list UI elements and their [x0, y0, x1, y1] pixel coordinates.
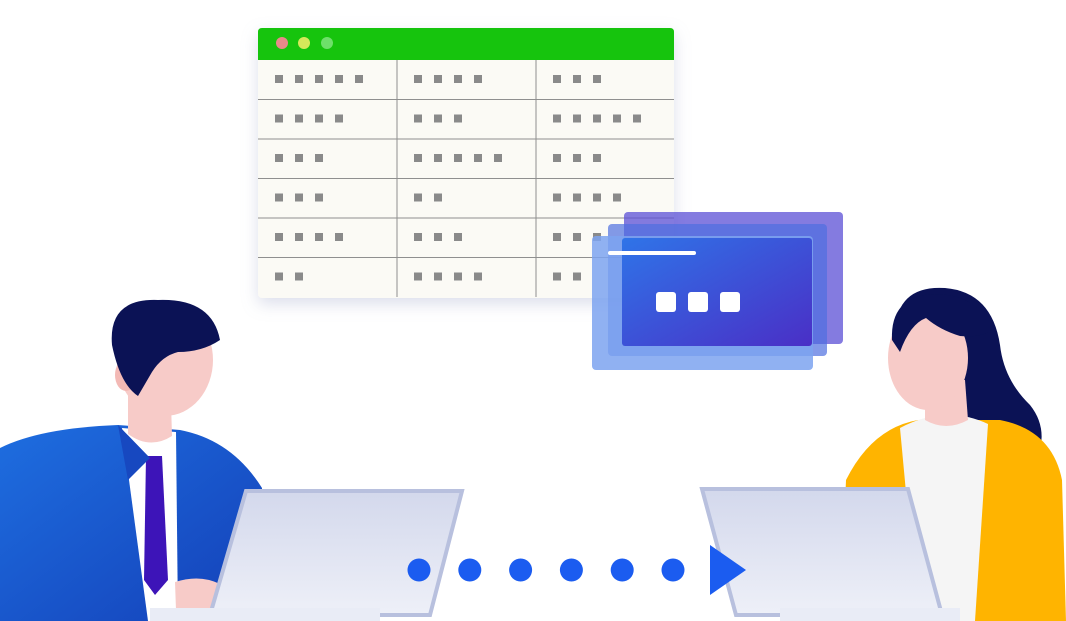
traffic-lights: [276, 37, 333, 49]
cell-placeholder-block: [474, 75, 482, 83]
traffic-red-icon: [276, 37, 288, 49]
progress-dot: [610, 558, 634, 582]
cell-placeholder-block: [474, 154, 482, 162]
cell-placeholder-block: [593, 114, 601, 123]
window-header: [258, 28, 674, 60]
laptop-left-base: [150, 608, 380, 621]
cell-placeholder-block: [454, 154, 462, 162]
cell-placeholder-block: [553, 272, 561, 281]
cell-placeholder-block: [315, 233, 323, 241]
progress-dot: [458, 558, 482, 582]
card-front: [622, 238, 812, 346]
cell-placeholder-block: [414, 75, 422, 83]
cell-placeholder-block: [573, 272, 581, 281]
cell-placeholder-block: [613, 193, 621, 202]
cell-placeholder-block: [573, 154, 581, 162]
man-tie: [144, 456, 168, 595]
cell-placeholder-block: [633, 114, 641, 123]
cell-placeholder-block: [593, 75, 601, 83]
cell-placeholder-block: [315, 114, 323, 123]
cell-placeholder-block: [454, 233, 462, 241]
cell-placeholder-block: [295, 272, 303, 281]
cell-placeholder-block: [414, 272, 422, 281]
cell-placeholder-block: [454, 114, 462, 123]
laptop-left-screen: [207, 489, 465, 617]
man-collar-shade: [118, 425, 150, 480]
traffic-green-icon: [321, 37, 333, 49]
cell-placeholder-block: [454, 272, 462, 281]
cell-placeholder-block: [434, 75, 442, 83]
cell-placeholder-block: [414, 193, 422, 202]
cell-placeholder-block: [434, 272, 442, 281]
cell-placeholder-block: [315, 75, 323, 83]
card-placeholder-square: [688, 292, 708, 312]
cell-placeholder-block: [295, 154, 303, 162]
card-placeholder-row: [656, 292, 740, 312]
cell-placeholder-block: [275, 233, 283, 241]
cell-placeholder-block: [613, 114, 621, 123]
cell-placeholder-block: [414, 233, 422, 241]
progress-dot: [407, 558, 431, 582]
traffic-yellow-icon: [298, 37, 310, 49]
progress-dot: [661, 558, 685, 582]
cell-placeholder-block: [593, 193, 601, 202]
woman-hair-front: [891, 294, 992, 352]
cell-placeholder-block: [494, 154, 502, 162]
cell-placeholder-block: [295, 193, 303, 202]
man-hair: [111, 299, 220, 396]
card-placeholder-square: [720, 292, 740, 312]
cell-placeholder-block: [573, 193, 581, 202]
cell-placeholder-block: [315, 193, 323, 202]
cell-placeholder-block: [275, 193, 283, 202]
cell-placeholder-block: [295, 233, 303, 241]
transfer-progress: [407, 558, 685, 582]
cell-placeholder-block: [434, 114, 442, 123]
laptop-left: [150, 489, 465, 621]
progress-dot: [559, 558, 583, 582]
man-figure: [0, 299, 262, 621]
cell-placeholder-block: [275, 154, 283, 162]
cell-placeholder-block: [275, 75, 283, 83]
cell-placeholder-block: [434, 233, 442, 241]
cell-placeholder-block: [295, 75, 303, 83]
play-arrow-icon: [710, 545, 746, 595]
cell-placeholder-block: [553, 154, 561, 162]
cell-placeholder-block: [434, 193, 442, 202]
cell-placeholder-block: [275, 114, 283, 123]
laptop-right-base: [780, 608, 960, 621]
card-title-line: [608, 251, 696, 255]
cell-placeholder-block: [454, 75, 462, 83]
cell-placeholder-block: [275, 272, 283, 281]
cell-placeholder-block: [355, 75, 363, 83]
card-stack: [592, 212, 843, 370]
cell-placeholder-block: [414, 154, 422, 162]
man-hand: [175, 578, 222, 610]
cell-placeholder-block: [335, 233, 343, 241]
card-placeholder-square: [656, 292, 676, 312]
cell-placeholder-block: [335, 114, 343, 123]
cell-placeholder-block: [295, 114, 303, 123]
cell-placeholder-block: [573, 233, 581, 241]
cell-placeholder-block: [315, 154, 323, 162]
laptop-right-screen: [699, 487, 945, 617]
cell-placeholder-block: [573, 75, 581, 83]
man-suit: [0, 425, 262, 621]
spreadsheet-grid: [258, 60, 674, 297]
cell-placeholder-block: [474, 272, 482, 281]
window-body: [258, 28, 674, 298]
cell-placeholder-block: [434, 154, 442, 162]
cell-placeholder-block: [553, 75, 561, 83]
progress-dot: [509, 558, 533, 582]
cell-placeholder-block: [553, 114, 561, 123]
cell-placeholder-block: [593, 154, 601, 162]
cell-placeholder-block: [553, 233, 561, 241]
cell-placeholder-block: [335, 75, 343, 83]
spreadsheet-window: [258, 28, 674, 298]
cell-placeholder-block: [414, 114, 422, 123]
cell-placeholder-block: [573, 114, 581, 123]
cell-placeholder-block: [553, 193, 561, 202]
